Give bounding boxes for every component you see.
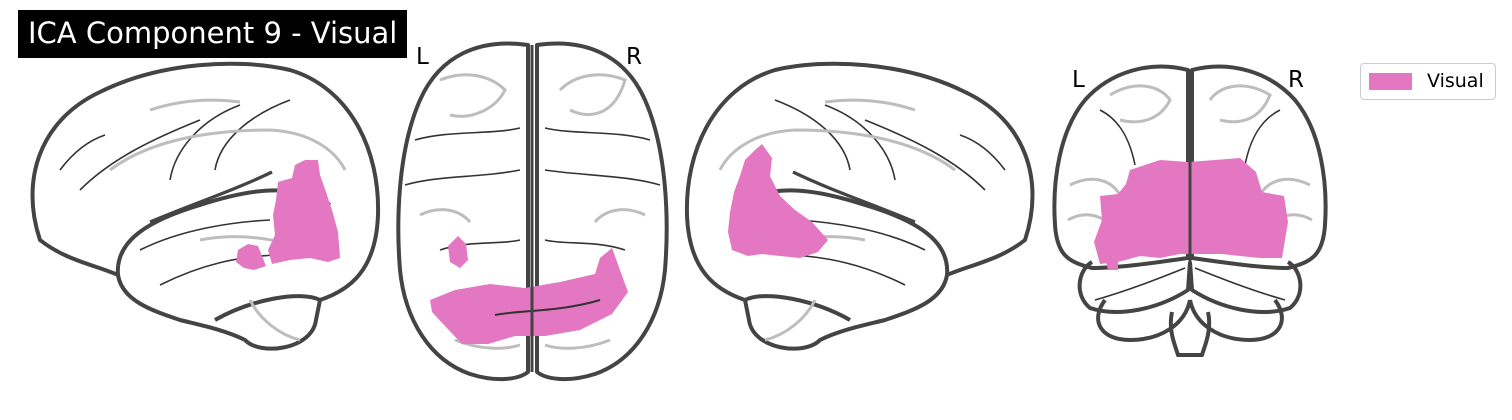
view-axial: [396, 41, 669, 381]
left-cerebellum-outline: [1096, 298, 1192, 342]
sulcus: [824, 104, 896, 181]
sulcus: [139, 219, 271, 251]
figure-title: ICA Component 9 - Visual: [18, 10, 408, 58]
left-hemisphere-outline: [396, 41, 530, 381]
sulcus: [959, 134, 1006, 171]
sulcus: [864, 119, 986, 191]
gyrus: [1069, 177, 1122, 196]
left-hemisphere-outline: [1052, 64, 1190, 270]
brain-outline: [30, 61, 381, 351]
gyrus: [1208, 84, 1272, 124]
gyrus: [558, 73, 627, 117]
gyrus: [439, 73, 507, 118]
view-sagittal-right: [684, 61, 1035, 351]
gyrus: [544, 338, 611, 350]
sulcus: [544, 127, 651, 141]
right-cerebellum-outline: [1188, 298, 1284, 342]
sulcus: [1099, 109, 1136, 166]
sylvian-fissure: [149, 170, 273, 224]
gyrus: [593, 208, 646, 224]
brain-outline: [684, 61, 1035, 351]
sulcus: [779, 254, 906, 286]
right-hemisphere-outline: [535, 41, 669, 381]
sulcus: [1244, 109, 1281, 166]
sulcus: [544, 239, 626, 251]
gyrus: [109, 128, 347, 172]
sulcus: [169, 104, 241, 181]
sulcus: [544, 169, 661, 186]
gyrus: [419, 208, 472, 224]
sulcus: [1094, 267, 1186, 301]
sulcus: [1194, 267, 1286, 301]
activation-blob: [430, 248, 628, 344]
activation-blob: [1106, 262, 1118, 270]
gyrus: [824, 98, 916, 112]
sulcus: [404, 169, 521, 186]
view-sagittal-left: [30, 61, 381, 351]
cerebellum-outline: [214, 294, 321, 322]
sulcus: [79, 119, 201, 191]
legend: Visual: [1360, 63, 1496, 100]
brainstem-outline: [1168, 311, 1212, 357]
legend-swatch: [1369, 73, 1412, 90]
activation-blob: [728, 144, 828, 258]
right-hemisphere-outline: [1190, 64, 1328, 270]
gyrus: [1258, 177, 1311, 196]
legend-label: Visual: [1427, 70, 1484, 92]
activation-blob: [268, 160, 340, 264]
activation-blob: [236, 244, 266, 270]
sulcus: [414, 127, 521, 141]
axial-right-label: R: [626, 44, 642, 70]
axial-left-label: L: [416, 44, 429, 70]
gyrus: [149, 98, 241, 112]
sulcus: [159, 254, 286, 286]
activation-blob: [448, 236, 468, 268]
gyrus: [1109, 84, 1172, 124]
coronal-right-label: R: [1288, 67, 1304, 93]
sulcus: [59, 134, 106, 171]
gyrus: [764, 299, 817, 342]
cerebellum-outline: [744, 294, 851, 322]
gyrus: [718, 128, 956, 172]
coronal-left-label: L: [1072, 67, 1085, 93]
sulcus: [494, 299, 601, 316]
sylvian-fissure: [792, 170, 916, 224]
gyrus: [248, 299, 301, 342]
